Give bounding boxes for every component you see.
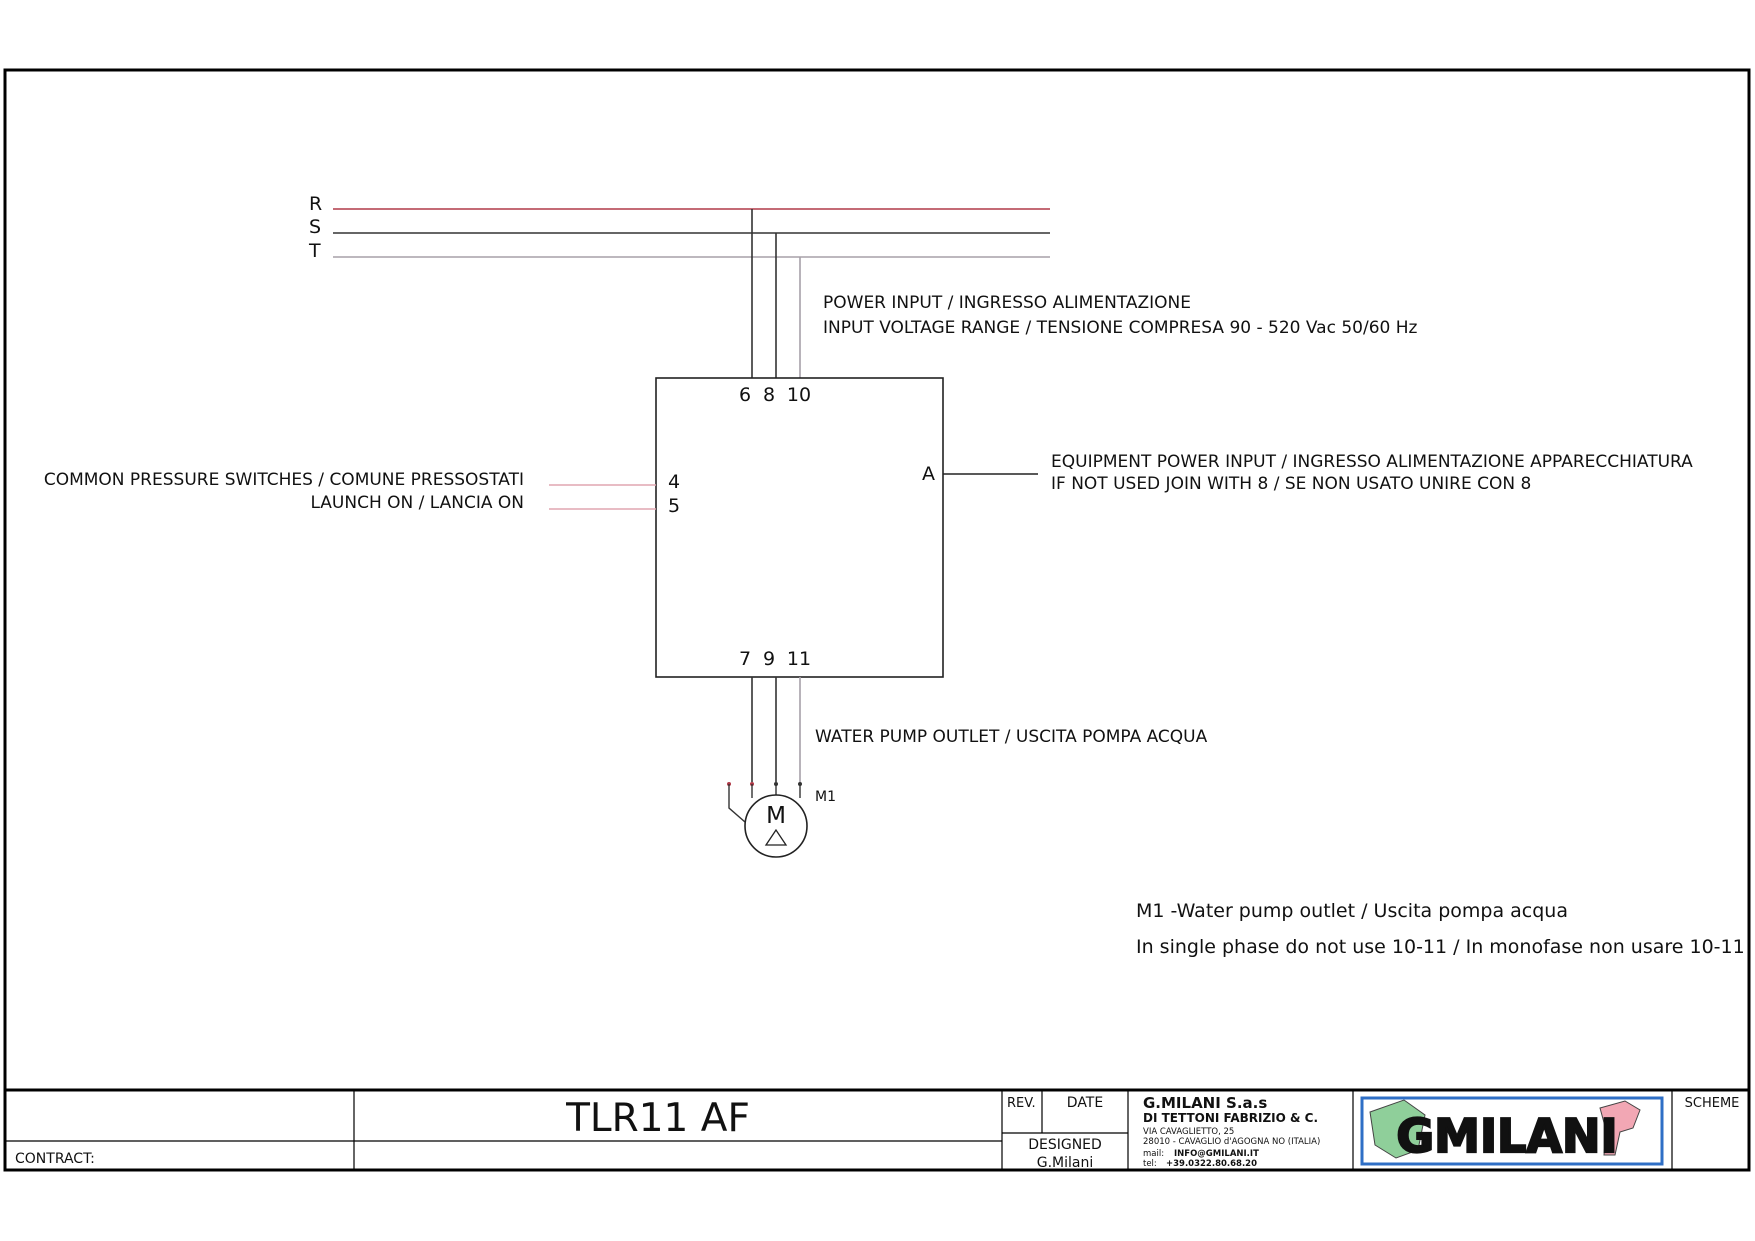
- equipment-power-input-label: EQUIPMENT POWER INPUT / INGRESSO ALIMENT…: [1051, 452, 1693, 472]
- drawing-title: TLR11 AF: [565, 1096, 750, 1141]
- company-address-1: VIA CAVAGLIETTO, 25: [1143, 1127, 1234, 1137]
- terminal-7: 7: [739, 648, 751, 670]
- note-m1: M1 -Water pump outlet / Uscita pompa acq…: [1136, 900, 1568, 922]
- logo-text: GMILANI: [1396, 1109, 1617, 1163]
- motor-m-label: M: [766, 803, 786, 829]
- join-with-8-label: IF NOT USED JOIN WITH 8 / SE NON USATO U…: [1051, 474, 1531, 494]
- terminal-a: A: [922, 463, 935, 485]
- phase-r-label: R: [309, 193, 322, 215]
- designer-name: G.Milani: [1037, 1155, 1094, 1171]
- drawing-frame: [3, 68, 1751, 1172]
- note-single-phase: In single phase do not use 10-11 / In mo…: [1136, 936, 1745, 958]
- company-tel: +39.0322.80.68.20: [1166, 1159, 1257, 1169]
- company-subtitle: DI TETTONI FABRIZIO & C.: [1143, 1111, 1318, 1125]
- terminal-8: 8: [763, 384, 775, 406]
- launch-on-label: LAUNCH ON / LANCIA ON: [310, 493, 524, 513]
- spray-nozzle-icon: [1369, 1099, 1426, 1159]
- tel-label: tel:: [1143, 1159, 1157, 1169]
- scheme-label: SCHEME: [1685, 1096, 1740, 1111]
- motor-symbol: [744, 794, 808, 858]
- phase-t-label: T: [308, 240, 321, 262]
- mail-label: mail:: [1143, 1149, 1164, 1159]
- triangle-icon: [764, 828, 788, 846]
- company-logo: GMILANI: [1360, 1096, 1664, 1166]
- spray-gun-icon: [1599, 1100, 1641, 1156]
- terminal-6: 6: [739, 384, 751, 406]
- company-address-2: 28010 - CAVAGLIO d'AGOGNA NO (ITALIA): [1143, 1137, 1320, 1147]
- power-input-label: POWER INPUT / INGRESSO ALIMENTAZIONE: [823, 293, 1191, 313]
- rev-label: REV.: [1007, 1096, 1036, 1111]
- terminal-5: 5: [668, 495, 680, 517]
- designed-label: DESIGNED: [1028, 1137, 1102, 1153]
- voltage-range-label: INPUT VOLTAGE RANGE / TENSIONE COMPRESA …: [823, 318, 1418, 338]
- water-pump-outlet-label: WATER PUMP OUTLET / USCITA POMPA ACQUA: [815, 727, 1208, 747]
- controller-box: [655, 377, 944, 678]
- motor-tag: M1: [815, 789, 836, 805]
- terminal-9: 9: [763, 648, 775, 670]
- company-name: G.MILANI S.a.s: [1143, 1094, 1267, 1112]
- motor-ground-lead: [728, 784, 746, 823]
- terminal-4: 4: [668, 471, 680, 493]
- terminal-11: 11: [787, 648, 811, 670]
- company-mail: INFO@GMILANI.IT: [1174, 1149, 1259, 1159]
- common-pressure-switches-label: COMMON PRESSURE SWITCHES / COMUNE PRESSO…: [44, 470, 524, 490]
- contract-label: CONTRACT:: [15, 1151, 95, 1167]
- terminal-10: 10: [787, 384, 811, 406]
- phase-s-label: S: [309, 216, 321, 238]
- date-label: DATE: [1067, 1095, 1103, 1111]
